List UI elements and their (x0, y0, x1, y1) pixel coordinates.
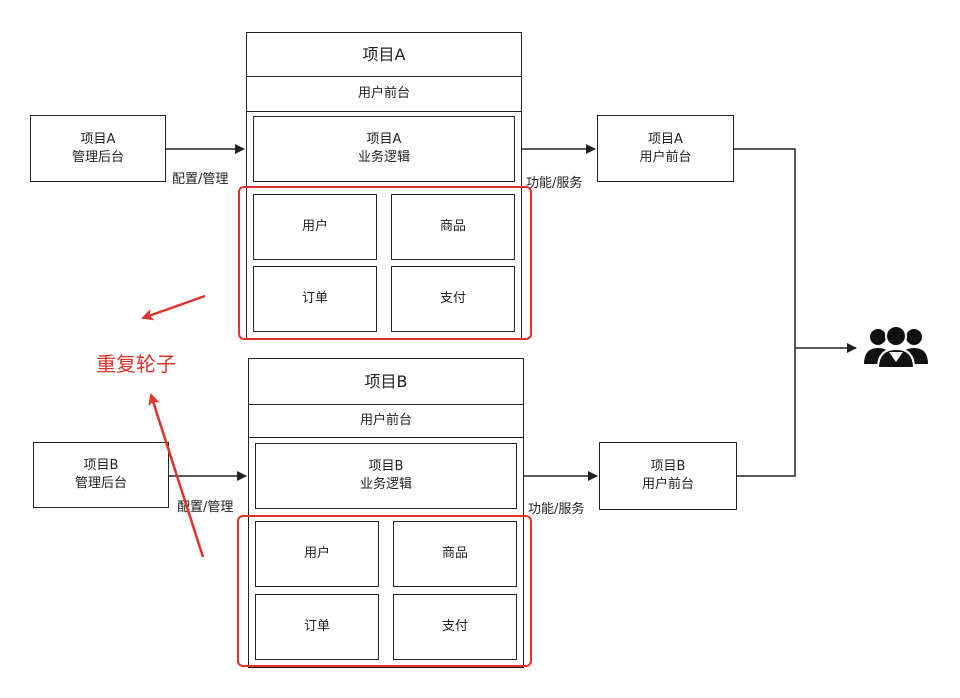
project-b-duplicate-highlight (237, 515, 532, 667)
project-b-module-user: 用户 (255, 521, 379, 587)
project-a-service-label: 功能/服务 (526, 176, 583, 191)
project-b-frontend-connector (737, 348, 796, 477)
duplicate-wheels-annotation: 重复轮子 (96, 352, 176, 376)
project-a-frontend-connector (734, 148, 796, 348)
project-b-frontend-bar: 用户前台 (248, 404, 524, 438)
project-a-config-label: 配置/管理 (172, 172, 229, 187)
users-group-icon (864, 325, 928, 369)
project-a-module-payment: 支付 (391, 266, 515, 332)
project-a-duplicate-highlight (238, 186, 532, 340)
project-a-module-product: 商品 (391, 194, 515, 260)
project-b-module-product: 商品 (393, 521, 517, 587)
project-b-service-label: 功能/服务 (528, 502, 585, 517)
project-b-config-label: 配置/管理 (177, 500, 234, 515)
project-a-module-user: 用户 (253, 194, 377, 260)
annotation-arrow-bottom (148, 393, 205, 558)
project-b-module-payment: 支付 (393, 594, 517, 660)
annotation-arrow-top (141, 294, 206, 321)
project-b-module-order: 订单 (255, 594, 379, 660)
project-a-title: 项目A (246, 32, 522, 78)
project-b-title: 项目B (248, 358, 524, 406)
project-b-outer (248, 436, 524, 668)
project-a-module-order: 订单 (253, 266, 377, 332)
project-a-frontend-bar: 用户前台 (246, 76, 522, 112)
